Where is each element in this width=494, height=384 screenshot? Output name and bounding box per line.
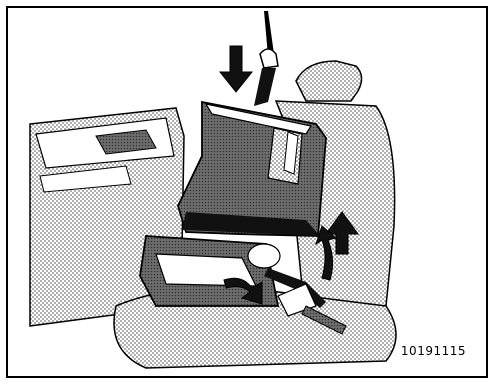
installation-figure: 10191115 (6, 6, 488, 378)
buckle (248, 244, 280, 268)
figure-code: 10191115 (401, 344, 466, 358)
figure-drawing (6, 6, 488, 378)
